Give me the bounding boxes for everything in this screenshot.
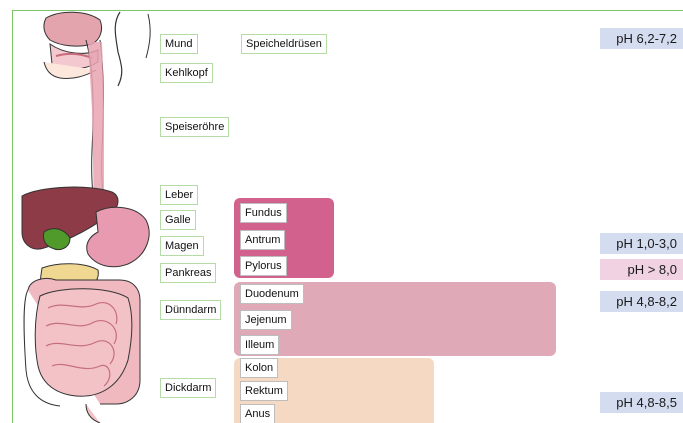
ph-stomach: pH 1,0-3,0 — [600, 233, 683, 254]
label-magen: Magen — [160, 236, 204, 256]
esophagus-tube — [88, 42, 104, 212]
label-pankreas: Pankreas — [160, 263, 216, 283]
label-pylorus: Pylorus — [240, 256, 287, 276]
label-galle: Galle — [160, 210, 196, 230]
ph-large-intestine: pH 4,8-8,5 — [600, 392, 683, 413]
label-jejenum: Jejenum — [240, 310, 292, 330]
label-duodenum: Duodenum — [240, 284, 304, 304]
label-speiseroehre: Speiseröhre — [160, 117, 229, 137]
nasal-cavity — [44, 12, 102, 46]
label-fundus: Fundus — [240, 203, 287, 223]
stomach — [87, 207, 149, 266]
label-illeum: Illeum — [240, 335, 279, 355]
label-kolon: Kolon — [240, 358, 278, 378]
ph-pancreas: pH > 8,0 — [600, 259, 683, 280]
label-leber: Leber — [160, 185, 198, 205]
cheek-line — [146, 14, 150, 58]
label-dickdarm: Dickdarm — [160, 378, 216, 398]
label-kehlkopf: Kehlkopf — [160, 63, 213, 83]
label-mund: Mund — [160, 34, 198, 54]
label-rektum: Rektum — [240, 381, 288, 401]
label-duenndarm: Dünndarm — [160, 300, 221, 320]
head-profile-line — [115, 12, 122, 86]
small-intestine — [35, 289, 132, 396]
ph-small-intestine: pH 4,8-8,2 — [600, 291, 683, 312]
label-anus: Anus — [240, 404, 275, 423]
label-antrum: Antrum — [240, 230, 285, 250]
label-speicheldruesen: Speicheldrüsen — [241, 34, 327, 54]
ph-mouth: pH 6,2-7,2 — [600, 28, 683, 49]
rectum — [86, 404, 100, 423]
